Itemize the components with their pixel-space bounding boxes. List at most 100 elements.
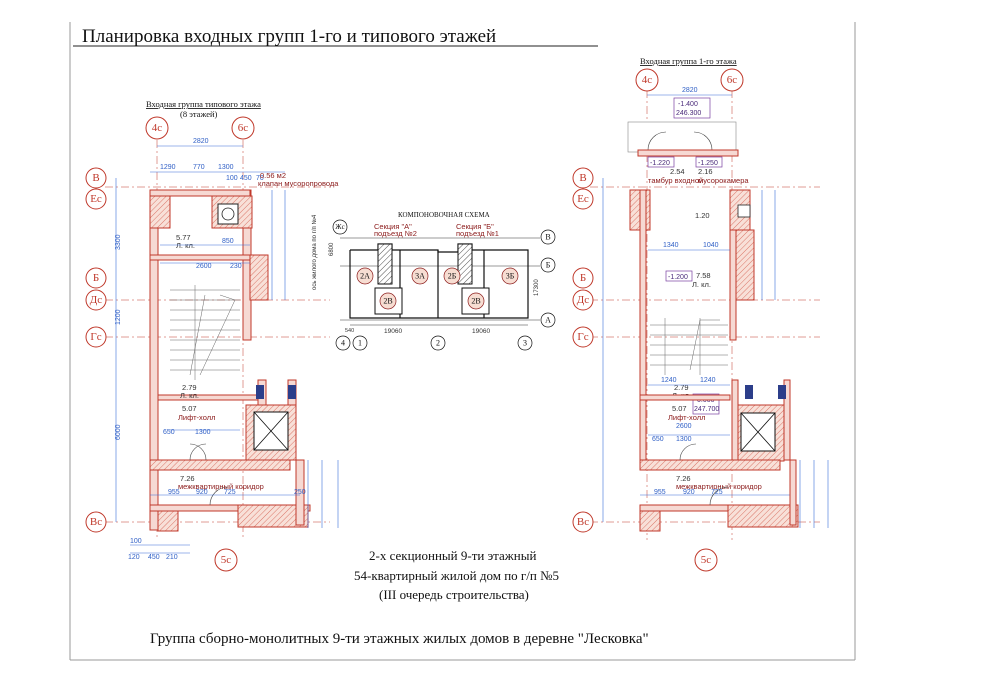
schema-room-3b: 3Б <box>506 272 515 281</box>
left-dim-mid-4: 1300 <box>195 429 211 436</box>
left-axis-6c: 6с <box>238 122 249 134</box>
project-caption: 2-х секционный 9-ти этажный 54-квартирны… <box>354 548 559 602</box>
left-dim-bot-6: 450 <box>148 554 160 561</box>
left-axis-b: Б <box>93 272 99 284</box>
schema-axis-a: А <box>545 316 551 325</box>
left-dim-top-1: 1290 <box>160 164 176 171</box>
left-dim-bot-4: 100 <box>130 538 142 545</box>
left-room-stair1-name: Л. кл. <box>176 241 195 250</box>
right-room-stair2-area: 2.79 <box>674 383 689 392</box>
left-dim-top-3: 1300 <box>218 164 234 171</box>
left-dim-bot-2: 920 <box>196 489 208 496</box>
left-room-corridor-area: 7.26 <box>180 474 195 483</box>
right-plan-heading: Входная группа 1-го этажа <box>640 56 737 66</box>
right-level-3: -1.220 <box>650 160 670 167</box>
left-room-valve-name: клапан мусоропровода <box>258 179 339 188</box>
left-room-stair2-name: Л. кл. <box>180 391 199 400</box>
left-stairs <box>170 285 240 380</box>
left-plan: Входная группа типового этажа (8 этажей)… <box>85 99 339 572</box>
left-dim-mid-1: 850 <box>222 238 234 245</box>
right-room-corridor-area: 7.26 <box>676 474 691 483</box>
right-room-trash-area: 2.16 <box>698 167 713 176</box>
right-dim-2: 1040 <box>703 242 719 249</box>
right-room-small-area: 1.20 <box>695 211 710 220</box>
schema-room-3a: 3А <box>415 272 425 281</box>
right-dim-4: 1240 <box>700 377 716 384</box>
right-dim-6: 1300 <box>676 436 692 443</box>
schema-axis-4: 4 <box>341 339 345 348</box>
right-axis-vs: Вс <box>577 516 589 528</box>
schema-heading: КОМПОНОВОЧНАЯ СХЕМА <box>398 211 490 219</box>
left-axis-es: Ес <box>90 193 102 205</box>
left-plan-subheading: (8 этажей) <box>180 109 218 119</box>
left-dim-top-2: 770 <box>193 164 205 171</box>
schema-section-a: Секция "А" <box>374 222 412 231</box>
left-dim-mid-3: 230 <box>230 263 242 270</box>
schema-axis-3: 3 <box>523 339 527 348</box>
left-dim-bot-8: 250 <box>294 489 306 496</box>
right-room-corridor-name: межквартирный коридор <box>676 482 762 491</box>
left-room-stair2-area: 2.79 <box>182 383 197 392</box>
schema-dim-4: 17300 <box>534 279 540 296</box>
right-axis-4c: 4с <box>642 74 653 86</box>
schema-section-b-sub: подъезд №1 <box>456 229 499 238</box>
right-level-5: -1.200 <box>668 274 688 281</box>
right-room-vestibule-area: 2.54 <box>670 167 685 176</box>
right-dim-8: 955 <box>654 489 666 496</box>
right-level-1: -1.400 <box>678 101 698 108</box>
right-axis-es: Ес <box>577 193 589 205</box>
right-room-hall-area: 5.07 <box>672 404 687 413</box>
right-overall-width: 2820 <box>682 87 698 94</box>
schema-dim-1: 19060 <box>384 328 402 335</box>
left-room-hall-area: 5.07 <box>182 404 197 413</box>
right-dim-7: 650 <box>652 436 664 443</box>
right-axis-gs: Гс <box>577 331 588 343</box>
schema-axis-v: В <box>545 233 550 242</box>
left-dim-mid-5: 650 <box>163 429 175 436</box>
right-room-stair1-name: Л. кл. <box>692 280 711 289</box>
left-axis-gs: Гс <box>90 331 101 343</box>
schema-dim-5: 6800 <box>329 242 335 256</box>
caption-line-1: 2-х секционный 9-ти этажный <box>369 548 536 563</box>
sheet-frame <box>69 22 856 661</box>
right-room-hall-name: Лифт-холл <box>668 413 705 422</box>
left-plan-heading: Входная группа типового этажа <box>146 99 261 109</box>
right-room-trash-name: мусорокамера <box>698 176 749 185</box>
right-plan: Входная группа 1-го этажа 4с 6с В Ес Б Д… <box>572 56 829 572</box>
schema-room-2v-a: 2В <box>383 297 392 306</box>
left-dim-top-5: 450 <box>240 175 252 182</box>
left-dim-top-4: 100 <box>226 175 238 182</box>
right-axis-5c: 5с <box>701 554 712 566</box>
left-axis-vs: Вс <box>90 516 102 528</box>
schema-room-2b: 2Б <box>448 272 457 281</box>
left-dim-mid-2: 2600 <box>196 263 212 270</box>
left-overall-width: 2820 <box>193 138 209 145</box>
right-level-7: 247.700 <box>694 406 719 413</box>
schema-section-b: Секция "Б" <box>456 222 494 231</box>
caption-line-3: (III очередь строительства) <box>379 587 529 602</box>
left-dim-1200: 1200 <box>115 309 122 325</box>
schema-room-2a: 2А <box>360 272 370 281</box>
schema-axis-1: 1 <box>358 339 362 348</box>
left-axis-ds: Дс <box>90 294 103 306</box>
left-dim-6000: 6000 <box>115 424 122 440</box>
left-axis-4c: 4с <box>152 122 163 134</box>
left-dim-3300: 3300 <box>115 234 122 250</box>
right-axis-6c: 6с <box>727 74 738 86</box>
page-title: Планировка входных групп 1-го и типового… <box>82 26 496 47</box>
right-axis-b: Б <box>580 272 586 284</box>
left-dim-bot-1: 955 <box>168 489 180 496</box>
left-dim-bot-3: 725 <box>224 489 236 496</box>
footer-caption: Группа сборно-монолитных 9-ти этажных жи… <box>150 631 649 647</box>
schema-room-2v-b: 2В <box>471 297 480 306</box>
left-room-stair1-area: 5.77 <box>176 233 191 242</box>
schema-axis-2: 2 <box>436 339 440 348</box>
right-dim-1: 1340 <box>663 242 679 249</box>
left-axis-v: В <box>92 172 99 184</box>
left-dim-top-6: 70 <box>256 175 264 182</box>
right-axis-ds: Дс <box>577 294 590 306</box>
right-room-vestibule-name: тамбур входной <box>648 176 703 185</box>
right-axis-v: В <box>579 172 586 184</box>
right-dim-10: 725 <box>711 489 723 496</box>
